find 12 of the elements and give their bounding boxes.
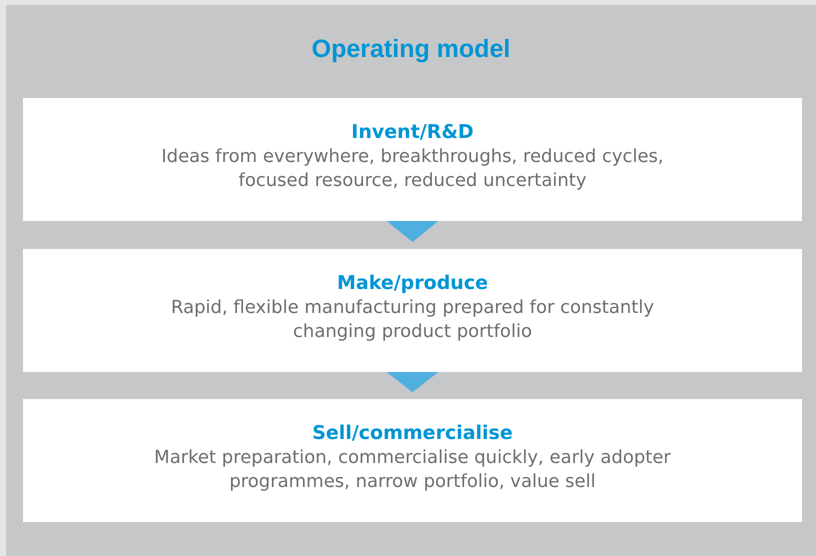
stage-description: Ideas from everywhere, breakthroughs, reduced cycles, focused resource, reduced uncertainty bbox=[160, 144, 665, 192]
stage-box bbox=[23, 249, 802, 372]
stage-box bbox=[23, 98, 802, 221]
stage-box bbox=[23, 399, 802, 522]
stage-heading: Make/produce bbox=[337, 272, 488, 294]
arrow bbox=[386, 372, 438, 392]
title: Operating model bbox=[310, 35, 512, 64]
stage-description: Rapid, flexible manufacturing prepared for constantly changing product portfolio bbox=[170, 296, 656, 344]
stage-description: Market preparation, commercialise quickly, early adopter programmes, narrow portfolio, value sell bbox=[153, 446, 672, 494]
stage-heading: Sell/commercialise bbox=[312, 422, 513, 444]
arrow bbox=[386, 221, 438, 242]
stage-heading: Invent/R&D bbox=[351, 120, 474, 142]
